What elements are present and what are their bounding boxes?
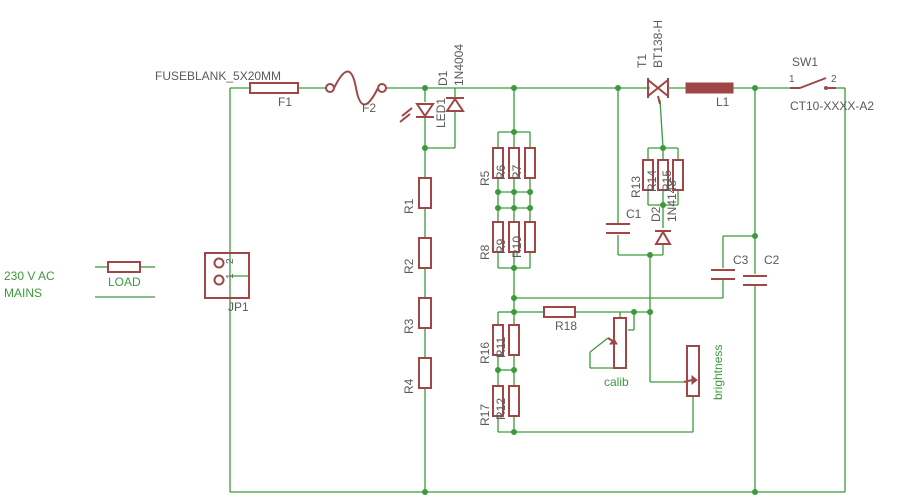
label-jp1: JP1	[228, 300, 249, 314]
label-r15: R15	[660, 170, 674, 192]
label-d1-value: 1N4004	[452, 44, 466, 86]
label-r6: R6	[494, 164, 508, 180]
label-r7: R7	[510, 164, 524, 180]
triac-t1	[647, 77, 669, 105]
label-d2: D2	[649, 206, 663, 222]
resistor-r8	[492, 221, 504, 253]
potentiometer-calib	[607, 317, 627, 369]
label-sw1: SW1	[792, 55, 818, 69]
label-jp1-pin1: 1	[225, 273, 236, 279]
resistor-r13	[642, 159, 654, 191]
label-r17: R17	[478, 404, 492, 426]
resistor-r2	[418, 237, 432, 269]
label-r4: R4	[402, 378, 416, 394]
label-r9: R9	[494, 238, 508, 254]
label-brightness: brightness	[711, 345, 725, 400]
resistor-r1	[418, 177, 432, 209]
label-r2: R2	[402, 258, 416, 274]
label-r11: R11	[494, 337, 508, 358]
resistor-r17	[492, 385, 504, 417]
wires	[95, 87, 846, 493]
label-mains-line1: 230 V AC	[4, 269, 55, 283]
label-d1: D1	[436, 70, 450, 86]
capacitor-c3	[711, 269, 735, 280]
diode-d1	[445, 97, 465, 112]
junctions	[422, 85, 758, 495]
fuse-f1	[249, 82, 299, 94]
label-r13: R13	[629, 176, 643, 198]
resistor-r7	[524, 147, 536, 179]
label-r5: R5	[478, 170, 492, 186]
label-load: LOAD	[108, 275, 141, 289]
resistor-r11	[508, 324, 520, 356]
label-fuseblank: FUSEBLANK_5X20MM	[155, 69, 281, 83]
label-f2: F2	[362, 101, 376, 115]
label-l1: L1	[716, 95, 730, 109]
label-c2: C2	[764, 253, 780, 267]
label-d2-value: 1N4148	[665, 180, 679, 222]
label-sw1-pin2: 2	[831, 74, 837, 85]
capacitor-c1	[606, 223, 630, 234]
label-r3: R3	[402, 318, 416, 334]
label-f1: F1	[278, 95, 292, 109]
label-r16: R16	[478, 342, 492, 364]
resistor-r5	[492, 147, 504, 179]
led-led1	[399, 103, 435, 123]
label-r8: R8	[478, 244, 492, 260]
resistor-r10	[524, 221, 536, 253]
label-t1-value: BT138-H	[651, 20, 665, 68]
switch-sw1	[790, 77, 836, 90]
resistor-r14	[657, 159, 669, 191]
potentiometer-brightness	[683, 345, 700, 397]
label-r18: R18	[555, 319, 577, 333]
label-c3: C3	[733, 253, 749, 267]
resistor-r9	[508, 221, 520, 253]
label-t1: T1	[635, 54, 649, 68]
resistor-r6	[508, 147, 520, 179]
fuse-f2	[325, 70, 387, 106]
label-led1: LED1	[434, 98, 448, 128]
load-symbol	[107, 261, 141, 273]
resistor-r16	[492, 324, 504, 356]
resistor-r12	[508, 385, 520, 417]
label-sw1-value: CT10-XXXX-A2	[790, 99, 874, 113]
label-jp1-pin2: 2	[225, 258, 236, 264]
label-calib: calib	[604, 375, 629, 389]
inductor-l1	[685, 82, 734, 94]
resistor-r15	[672, 159, 684, 191]
diode-d2	[654, 230, 672, 245]
label-r1: R1	[402, 198, 416, 214]
label-r12: R12	[494, 398, 508, 420]
resistor-r3	[418, 297, 432, 329]
label-mains-line2: MAINS	[4, 286, 42, 300]
resistor-r4	[418, 357, 432, 389]
capacitor-c2	[743, 275, 767, 286]
label-r14: R14	[645, 170, 659, 192]
connector-jp1	[204, 252, 250, 299]
label-r10: R10	[510, 236, 524, 258]
label-c1: C1	[626, 207, 642, 221]
label-sw1-pin1: 1	[789, 74, 795, 85]
resistor-r18	[543, 306, 576, 318]
